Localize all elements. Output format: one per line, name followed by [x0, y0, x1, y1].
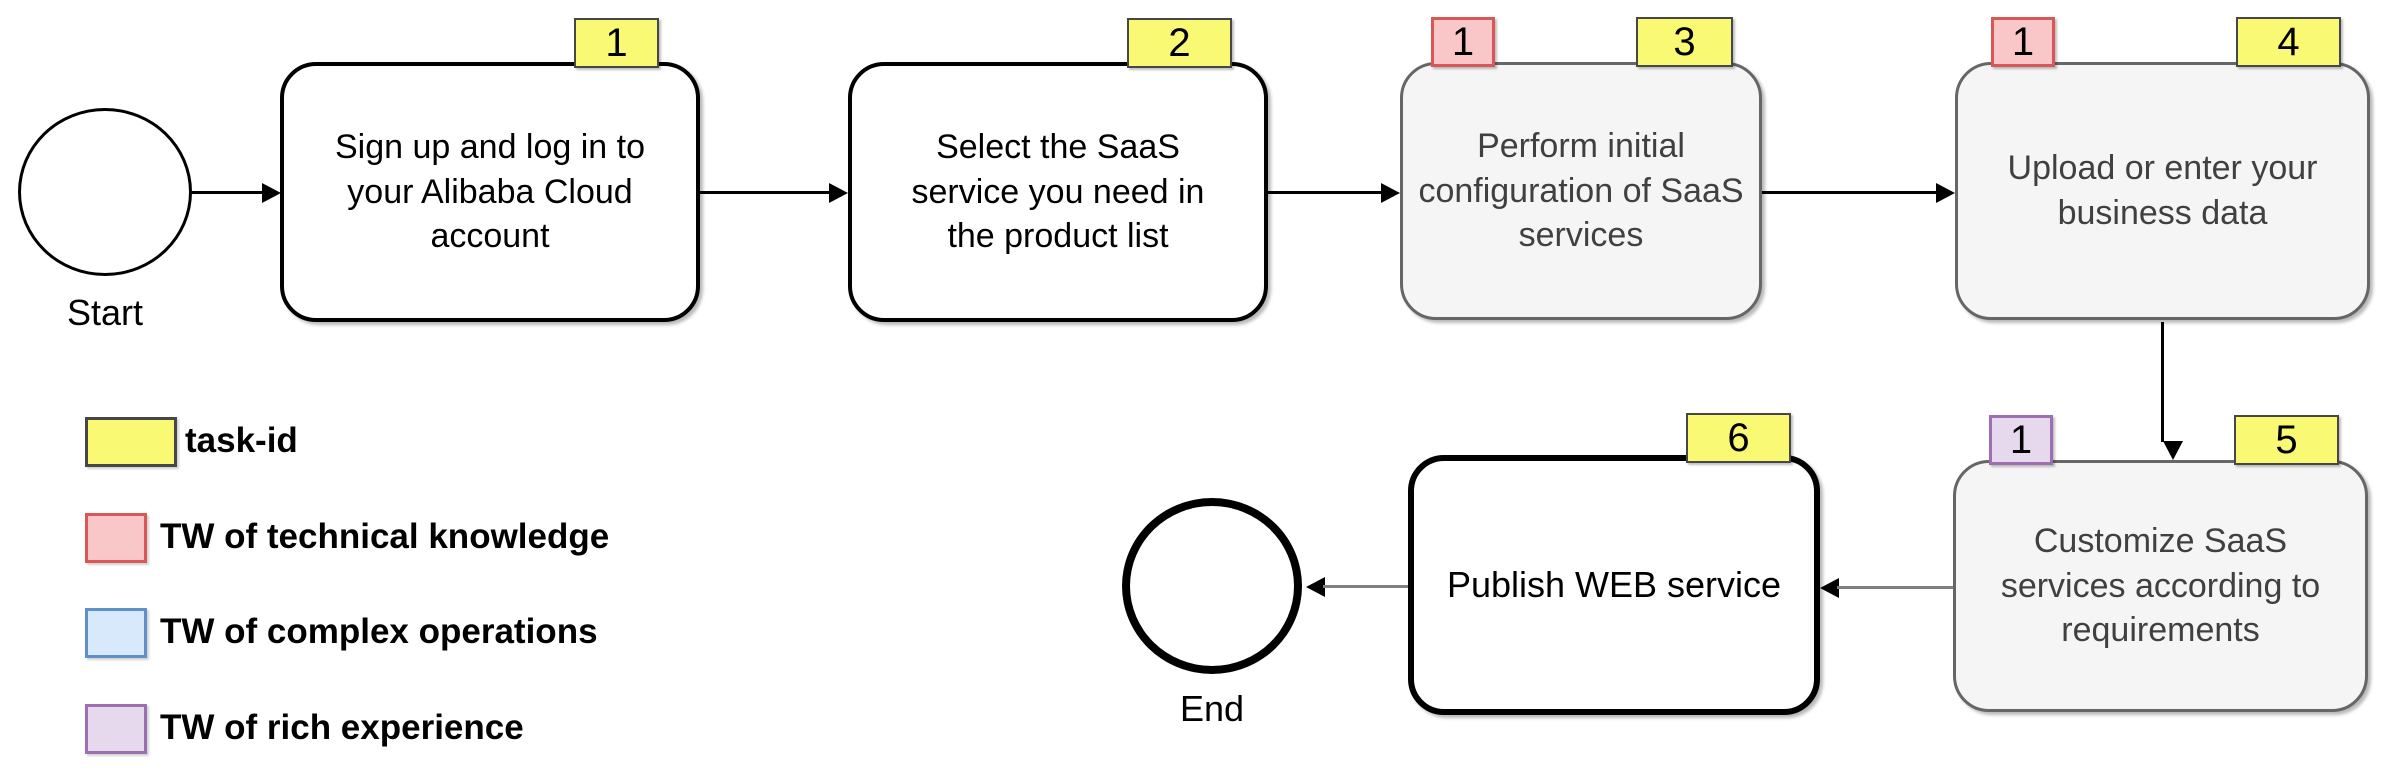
end-label: End — [1179, 688, 1245, 729]
task-node-6: 6 Publish WEB service — [1408, 413, 1820, 715]
task-node-1: 1 Sign up and log in to your Alibaba Clo… — [280, 18, 700, 322]
task-node-3-label: Perform initial configuration of SaaS se… — [1418, 126, 1744, 255]
legend-swatch-tw-technical-knowledge — [85, 513, 147, 563]
legend-label-tw-complex-operations: TW of complex operations — [160, 612, 598, 652]
tw-badge-technical-knowledge-3: 1 — [1431, 17, 1495, 67]
task-node-5: 1 5 Customize SaaS services according to… — [1953, 415, 2368, 712]
end-node — [1122, 498, 1302, 674]
task-id-badge-4: 4 — [2236, 17, 2341, 67]
legend-item-task-id: task-id — [85, 417, 685, 467]
start-node — [18, 108, 192, 276]
task-node-2: 2 Select the SaaS service you need in th… — [848, 18, 1268, 322]
start-label: Start — [66, 292, 144, 333]
legend-swatch-task-id — [85, 417, 177, 467]
task-id-badge-3: 3 — [1636, 17, 1733, 67]
legend-swatch-tw-complex-operations — [85, 608, 147, 658]
task-node-4-label: Upload or enter your business data — [2007, 149, 2318, 232]
task-id-badge-6: 6 — [1686, 413, 1791, 463]
task-id-badge-5: 5 — [2234, 415, 2339, 465]
task-node-1-label: Sign up and log in to your Alibaba Cloud… — [334, 127, 646, 256]
task-node-5-label: Customize SaaS services according to req… — [2000, 521, 2321, 650]
legend-swatch-tw-rich-experience — [85, 704, 147, 754]
legend-item-tw-complex-operations: TW of complex operations — [85, 608, 685, 658]
task-node-3: 1 3 Perform initial configuration of Saa… — [1400, 17, 1762, 320]
legend-item-tw-technical-knowledge: TW of technical knowledge — [85, 513, 685, 563]
tw-badge-rich-experience-5: 1 — [1989, 415, 2053, 465]
legend-label-task-id: task-id — [185, 421, 298, 461]
task-id-badge-1: 1 — [574, 18, 659, 68]
task-id-badge-2: 2 — [1127, 18, 1232, 68]
legend-label-tw-technical-knowledge: TW of technical knowledge — [160, 517, 610, 557]
legend-label-tw-rich-experience: TW of rich experience — [160, 708, 524, 748]
task-node-6-label: Publish WEB service — [1446, 564, 1782, 606]
task-node-2-label: Select the SaaS service you need in the … — [911, 127, 1205, 256]
legend-item-tw-rich-experience: TW of rich experience — [85, 704, 685, 754]
tw-badge-technical-knowledge-4: 1 — [1991, 17, 2055, 67]
task-node-4: 1 4 Upload or enter your business data — [1955, 17, 2370, 320]
